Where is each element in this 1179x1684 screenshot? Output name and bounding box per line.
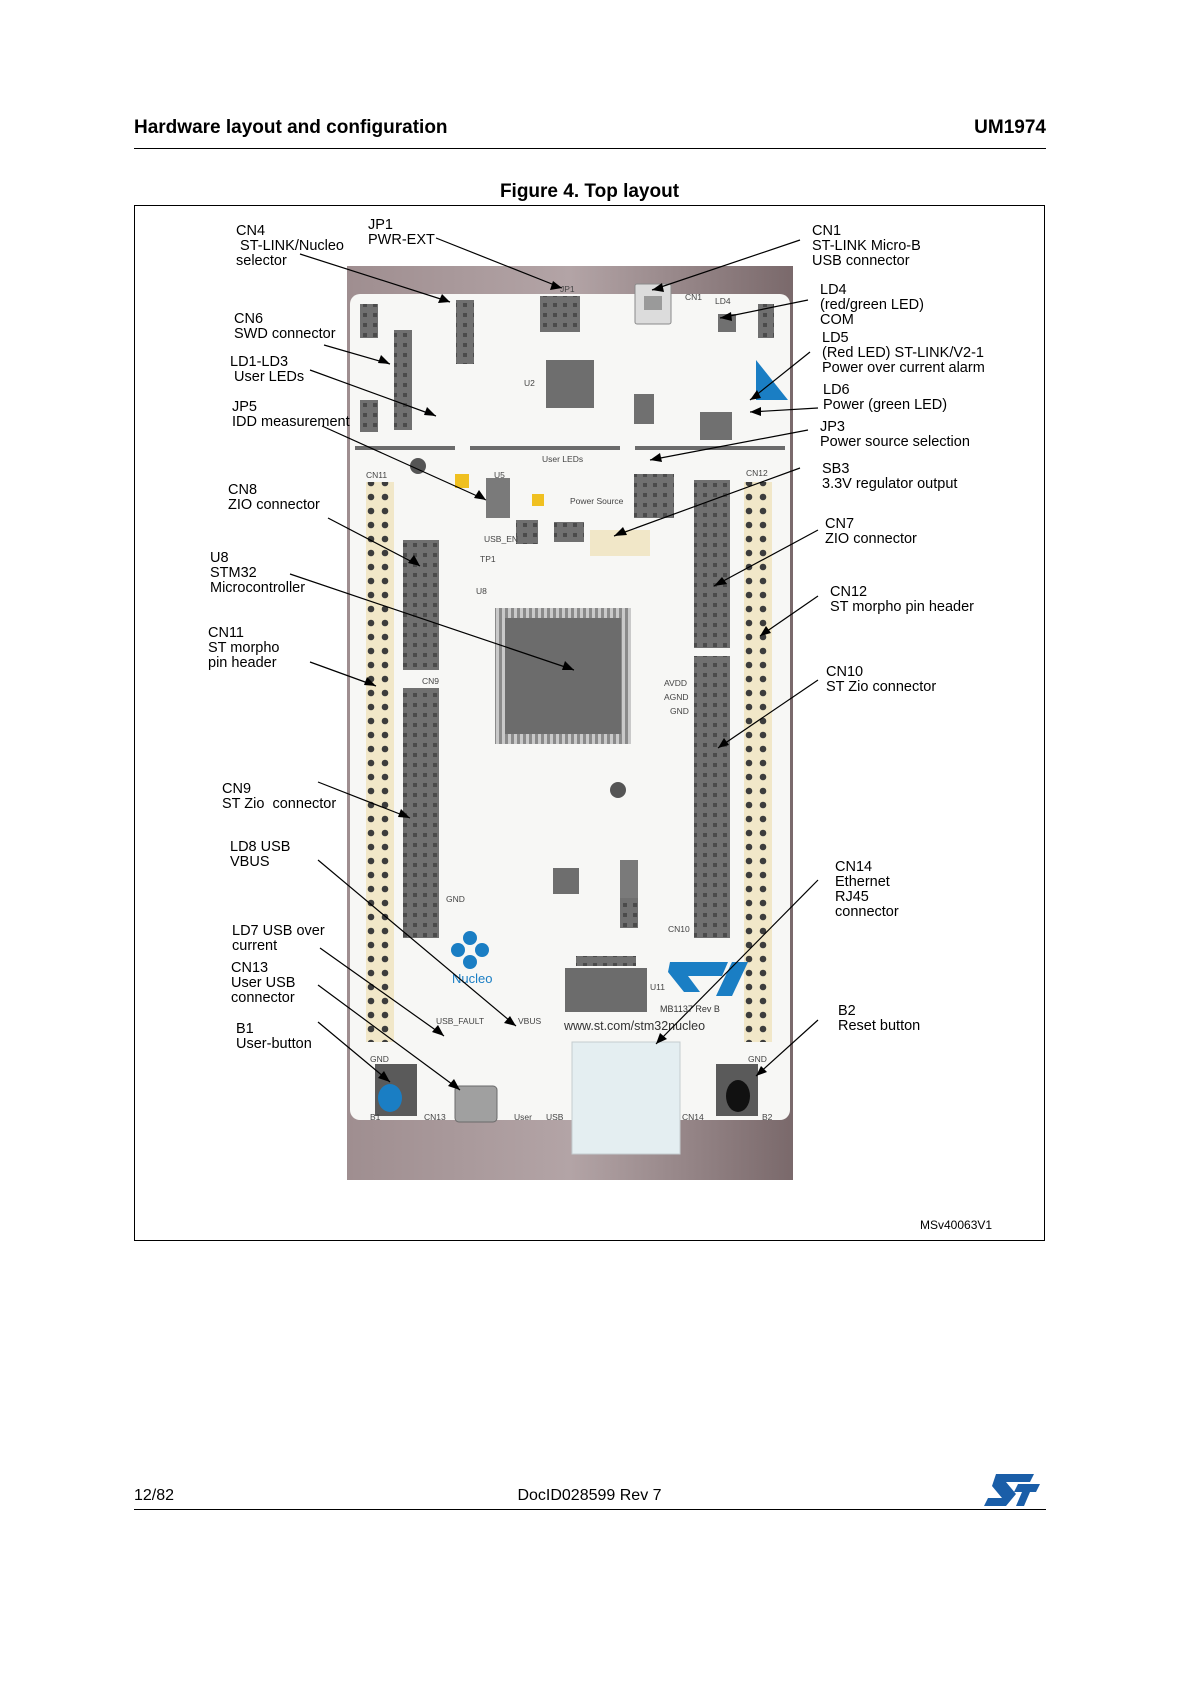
svg-text:Power Source: Power Source — [570, 496, 624, 506]
svg-text:CN1: CN1 — [685, 292, 702, 302]
svg-text:TP1: TP1 — [480, 554, 496, 564]
svg-text:USB: USB — [546, 1112, 564, 1122]
label-cn1: CN1 ST-LINK Micro-B USB connector — [812, 223, 921, 269]
label-u8: U8 STM32 Microcontroller — [210, 550, 306, 596]
header-doc-id: UM1974 — [974, 117, 1046, 138]
header-rule — [134, 148, 1046, 149]
label-jp3: JP3 Power source selection — [820, 419, 970, 450]
label-cn10: CN10 ST Zio connector — [826, 664, 937, 695]
svg-text:JP1: JP1 — [560, 284, 575, 294]
svg-text:GND: GND — [370, 1054, 389, 1064]
svg-text:CN9: CN9 — [422, 676, 439, 686]
figure-code: MSv40063V1 — [920, 1218, 993, 1232]
label-b2: B2 Reset button — [838, 1003, 921, 1034]
label-ld4: LD4 (red/green LED) COM — [820, 282, 924, 328]
label-cn14: CN14 Ethernet RJ45 connector — [835, 859, 899, 920]
label-cn6: CN6 SWD connector — [234, 311, 336, 342]
footer-doc-id: DocID028599 Rev 7 — [517, 1487, 662, 1504]
svg-text:CN12: CN12 — [746, 468, 768, 478]
footer-rule — [134, 1509, 1046, 1510]
label-jp5: JP5 IDD measurement — [232, 399, 350, 430]
label-jp1: JP1 PWR-EXT — [368, 217, 435, 248]
label-ld5: LD5 (Red LED) ST-LINK/V2-1 Power over cu… — [822, 330, 985, 376]
svg-text:CN14: CN14 — [682, 1112, 704, 1122]
label-cn7: CN7 ZIO connector — [825, 516, 917, 547]
label-ld6: LD6 Power (green LED) — [823, 382, 948, 413]
label-cn4: CN4 ST-LINK/Nucleo selector — [236, 223, 344, 269]
svg-text:U2: U2 — [524, 378, 535, 388]
svg-text:User: User — [514, 1112, 532, 1122]
st-logo-icon — [984, 1474, 1040, 1506]
st-board-logo-icon — [668, 962, 748, 996]
label-ld8: LD8 USB VBUS — [230, 839, 291, 870]
label-b1: B1 User-button — [236, 1021, 312, 1052]
label-cn9: CN9 ST Zio connector — [222, 781, 337, 812]
svg-text:GND: GND — [670, 706, 689, 716]
svg-text:B2: B2 — [762, 1112, 773, 1122]
footer-page-number: 12/82 — [134, 1487, 175, 1504]
label-ld1-ld3: LD1-LD3 User LEDs — [230, 354, 305, 385]
label-cn13: CN13 User USB connector — [231, 960, 296, 1006]
svg-text:USB_EN: USB_EN — [484, 534, 518, 544]
nucleo-logo-icon — [451, 931, 489, 969]
svg-text:U5: U5 — [494, 470, 505, 480]
svg-text:AGND: AGND — [664, 692, 689, 702]
nucleo-logo-text: Nucleo — [452, 971, 492, 986]
board-url: www.st.com/stm32nucleo — [563, 1019, 705, 1033]
svg-text:User LEDs: User LEDs — [542, 454, 583, 464]
svg-text:GND: GND — [748, 1054, 767, 1064]
label-cn8: CN8 ZIO connector — [228, 482, 320, 513]
label-sb3: SB3 3.3V regulator output — [822, 461, 958, 492]
figure-title: Figure 4. Top layout — [499, 181, 680, 202]
svg-text:CN13: CN13 — [424, 1112, 446, 1122]
label-ld7: LD7 USB over current — [232, 923, 325, 954]
svg-text:VBUS: VBUS — [518, 1016, 541, 1026]
svg-text:AVDD: AVDD — [664, 678, 687, 688]
svg-text:B1: B1 — [370, 1112, 381, 1122]
svg-text:CN11: CN11 — [366, 470, 387, 480]
svg-text:LD4: LD4 — [715, 296, 731, 306]
svg-text:USB_FAULT: USB_FAULT — [436, 1016, 484, 1026]
svg-text:CN10: CN10 — [668, 924, 690, 934]
header-section: Hardware layout and configuration — [134, 117, 448, 138]
label-cn12: CN12 ST morpho pin header — [830, 584, 975, 615]
svg-text:U8: U8 — [476, 586, 487, 596]
svg-text:U11: U11 — [650, 982, 665, 992]
svg-text:GND: GND — [446, 894, 465, 904]
label-cn11: CN11 ST morpho pin header — [208, 625, 280, 671]
figure-frame — [134, 205, 1045, 1241]
